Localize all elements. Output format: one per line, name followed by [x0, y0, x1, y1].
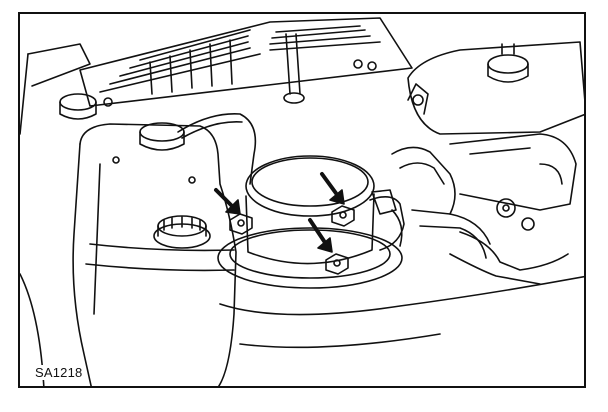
mount-nuts — [230, 206, 354, 274]
arrow-top-nut — [322, 174, 344, 204]
engine-bay-drawing — [20, 14, 586, 388]
strut-cover — [246, 156, 374, 264]
illustration-frame: SA1218 — [18, 12, 586, 388]
radiator — [80, 18, 412, 106]
hose-clamp — [372, 190, 402, 246]
vertical-hose — [284, 34, 304, 103]
hood-edge — [20, 44, 90, 134]
support-bolts — [104, 60, 376, 106]
filler-cap — [154, 216, 210, 248]
strut-mount-plate — [218, 228, 402, 288]
washer-tank — [73, 114, 255, 388]
indicator-arrows — [216, 174, 344, 252]
right-hose-assembly — [370, 84, 576, 284]
inner-fender — [20, 274, 586, 388]
reservoir-right — [408, 42, 586, 134]
arrow-left-nut — [216, 190, 240, 214]
arrow-bottom-nut — [310, 220, 332, 252]
figure-code: SA1218 — [32, 365, 86, 380]
reservoir-cap-left — [60, 94, 96, 119]
